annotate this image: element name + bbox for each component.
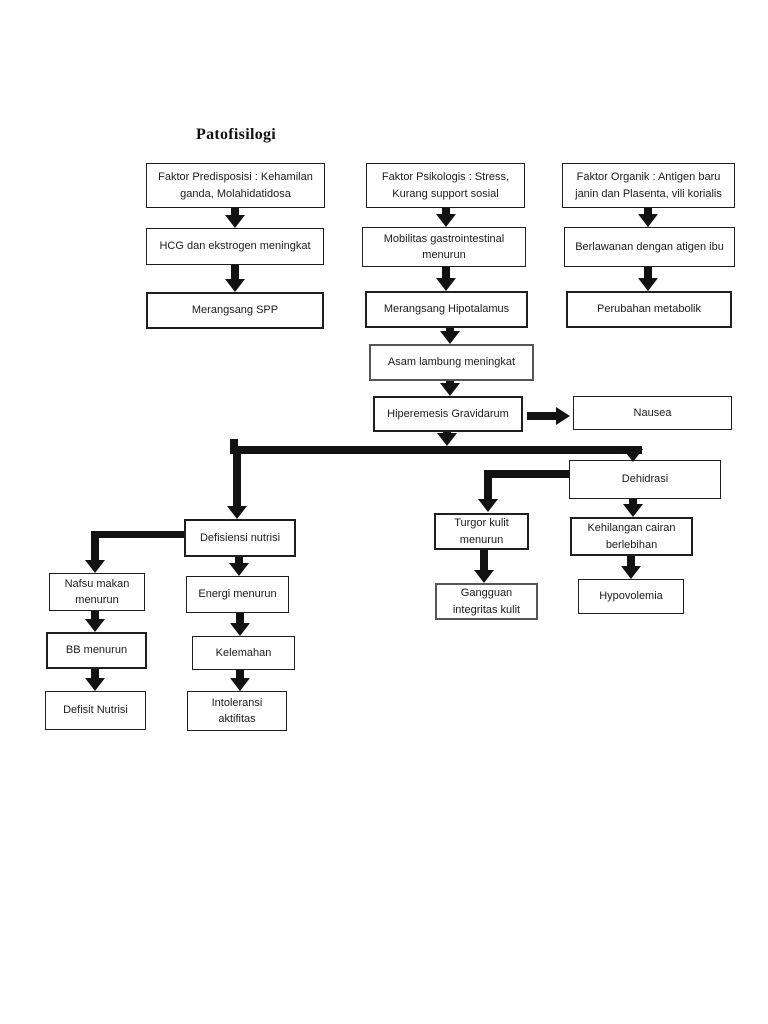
arrow-nafsu-bb	[91, 611, 99, 620]
arrow-nafsu-bb-head	[85, 619, 105, 632]
arrow-hiperemesis-nausea-head	[556, 407, 570, 425]
node-hypovolemia: Hypovolemia	[578, 579, 684, 614]
arrow-kelemahan-intoleransi-head	[230, 678, 250, 691]
connector-bar-left-cap	[230, 439, 238, 446]
arrow-psikologis-mobilitas-head	[436, 214, 456, 227]
node-bb-menurun: BB menurun	[46, 632, 147, 669]
arrow-turgor-gangguan	[480, 550, 488, 571]
node-defisit-nutrisi: Defisit Nutrisi	[45, 691, 146, 730]
arrow-bar-defisiensi-head	[227, 506, 247, 519]
arrow-defisiensi-nafsu-head	[85, 560, 105, 573]
arrow-dehidrasi-kehilangan	[629, 499, 637, 505]
node-intoleransi-aktifitas: Intoleransi aktifitas	[187, 691, 287, 731]
arrow-defisiensi-nafsu	[91, 531, 99, 561]
arrow-kelemahan-intoleransi	[236, 670, 244, 679]
node-faktor-predisposisi: Faktor Predisposisi : Kehamilan ganda, M…	[146, 163, 325, 208]
connector-distribution-bar	[230, 446, 642, 454]
arrow-mobilitas-hipotalamus-head	[436, 278, 456, 291]
node-energi-menurun: Energi menurun	[186, 576, 289, 613]
node-nausea: Nausea	[573, 396, 732, 430]
arrow-predisposisi-hcg-head	[225, 215, 245, 228]
arrow-kehilangan-hypovolemia	[627, 556, 635, 567]
node-gangguan-integritas: Gangguan integritas kulit	[435, 583, 538, 620]
arrow-energi-kelemahan-head	[230, 623, 250, 636]
arrow-asam-hiperemesis-head	[440, 383, 460, 396]
node-hcg-ekstrogen: HCG dan ekstrogen meningkat	[146, 228, 324, 265]
node-berlawanan-atigen: Berlawanan dengan atigen ibu	[564, 227, 735, 267]
arrow-organik-berlawanan-head	[638, 214, 658, 227]
connector-defisiensi-nafsu	[91, 531, 184, 538]
arrow-predisposisi-hcg	[231, 208, 239, 216]
arrow-bb-defisit-head	[85, 678, 105, 691]
arrow-dehidrasi-turgor-head	[478, 499, 498, 512]
arrow-hiperemesis-nausea	[527, 412, 556, 420]
node-kelemahan: Kelemahan	[192, 636, 295, 670]
arrow-hipotalamus-asam	[446, 328, 454, 332]
arrow-defisiensi-energi	[235, 557, 243, 564]
node-defisiensi-nutrisi: Defisiensi nutrisi	[184, 519, 296, 557]
arrow-bb-defisit	[91, 669, 99, 679]
arrow-hiperemesis-bar-head	[437, 433, 457, 446]
connector-dehidrasi-turgor	[484, 470, 569, 478]
arrow-defisiensi-energi-head	[229, 563, 249, 576]
node-mobilitas-gastrointestinal: Mobilitas gastrointestinal menurun	[362, 227, 526, 267]
arrow-kehilangan-hypovolemia-head	[621, 566, 641, 579]
node-turgor-kulit: Turgor kulit menurun	[434, 513, 529, 550]
arrow-berlawanan-metabolik-head	[638, 278, 658, 291]
node-hiperemesis-gravidarum: Hiperemesis Gravidarum	[373, 396, 523, 432]
arrow-energi-kelemahan	[236, 613, 244, 624]
node-faktor-organik: Faktor Organik : Antigen baru janin dan …	[562, 163, 735, 208]
node-merangsang-hipotalamus: Merangsang Hipotalamus	[365, 291, 528, 328]
arrow-asam-hiperemesis	[446, 381, 454, 384]
arrow-hcg-spp	[231, 265, 239, 280]
page-title: Patofisilogi	[196, 126, 277, 143]
arrow-mobilitas-hipotalamus	[442, 267, 450, 279]
arrow-hcg-spp-head	[225, 279, 245, 292]
node-merangsang-spp: Merangsang SPP	[146, 292, 324, 329]
arrow-bar-dehidrasi-head	[623, 449, 643, 462]
node-perubahan-metabolik: Perubahan metabolik	[566, 291, 732, 328]
arrow-hipotalamus-asam-head	[440, 331, 460, 344]
arrow-dehidrasi-turgor	[484, 470, 492, 500]
node-faktor-psikologis: Faktor Psikologis : Stress, Kurang suppo…	[366, 163, 525, 208]
arrow-psikologis-mobilitas	[442, 208, 450, 215]
node-kehilangan-cairan: Kehilangan cairan berlebihan	[570, 517, 693, 556]
arrow-turgor-gangguan-head	[474, 570, 494, 583]
arrow-berlawanan-metabolik	[644, 267, 652, 279]
node-asam-lambung: Asam lambung meningkat	[369, 344, 534, 381]
arrow-bar-defisiensi	[233, 446, 241, 507]
node-dehidrasi: Dehidrasi	[569, 460, 721, 499]
node-nafsu-makan: Nafsu makan menurun	[49, 573, 145, 611]
arrow-organik-berlawanan	[644, 208, 652, 215]
arrow-dehidrasi-kehilangan-head	[623, 504, 643, 517]
